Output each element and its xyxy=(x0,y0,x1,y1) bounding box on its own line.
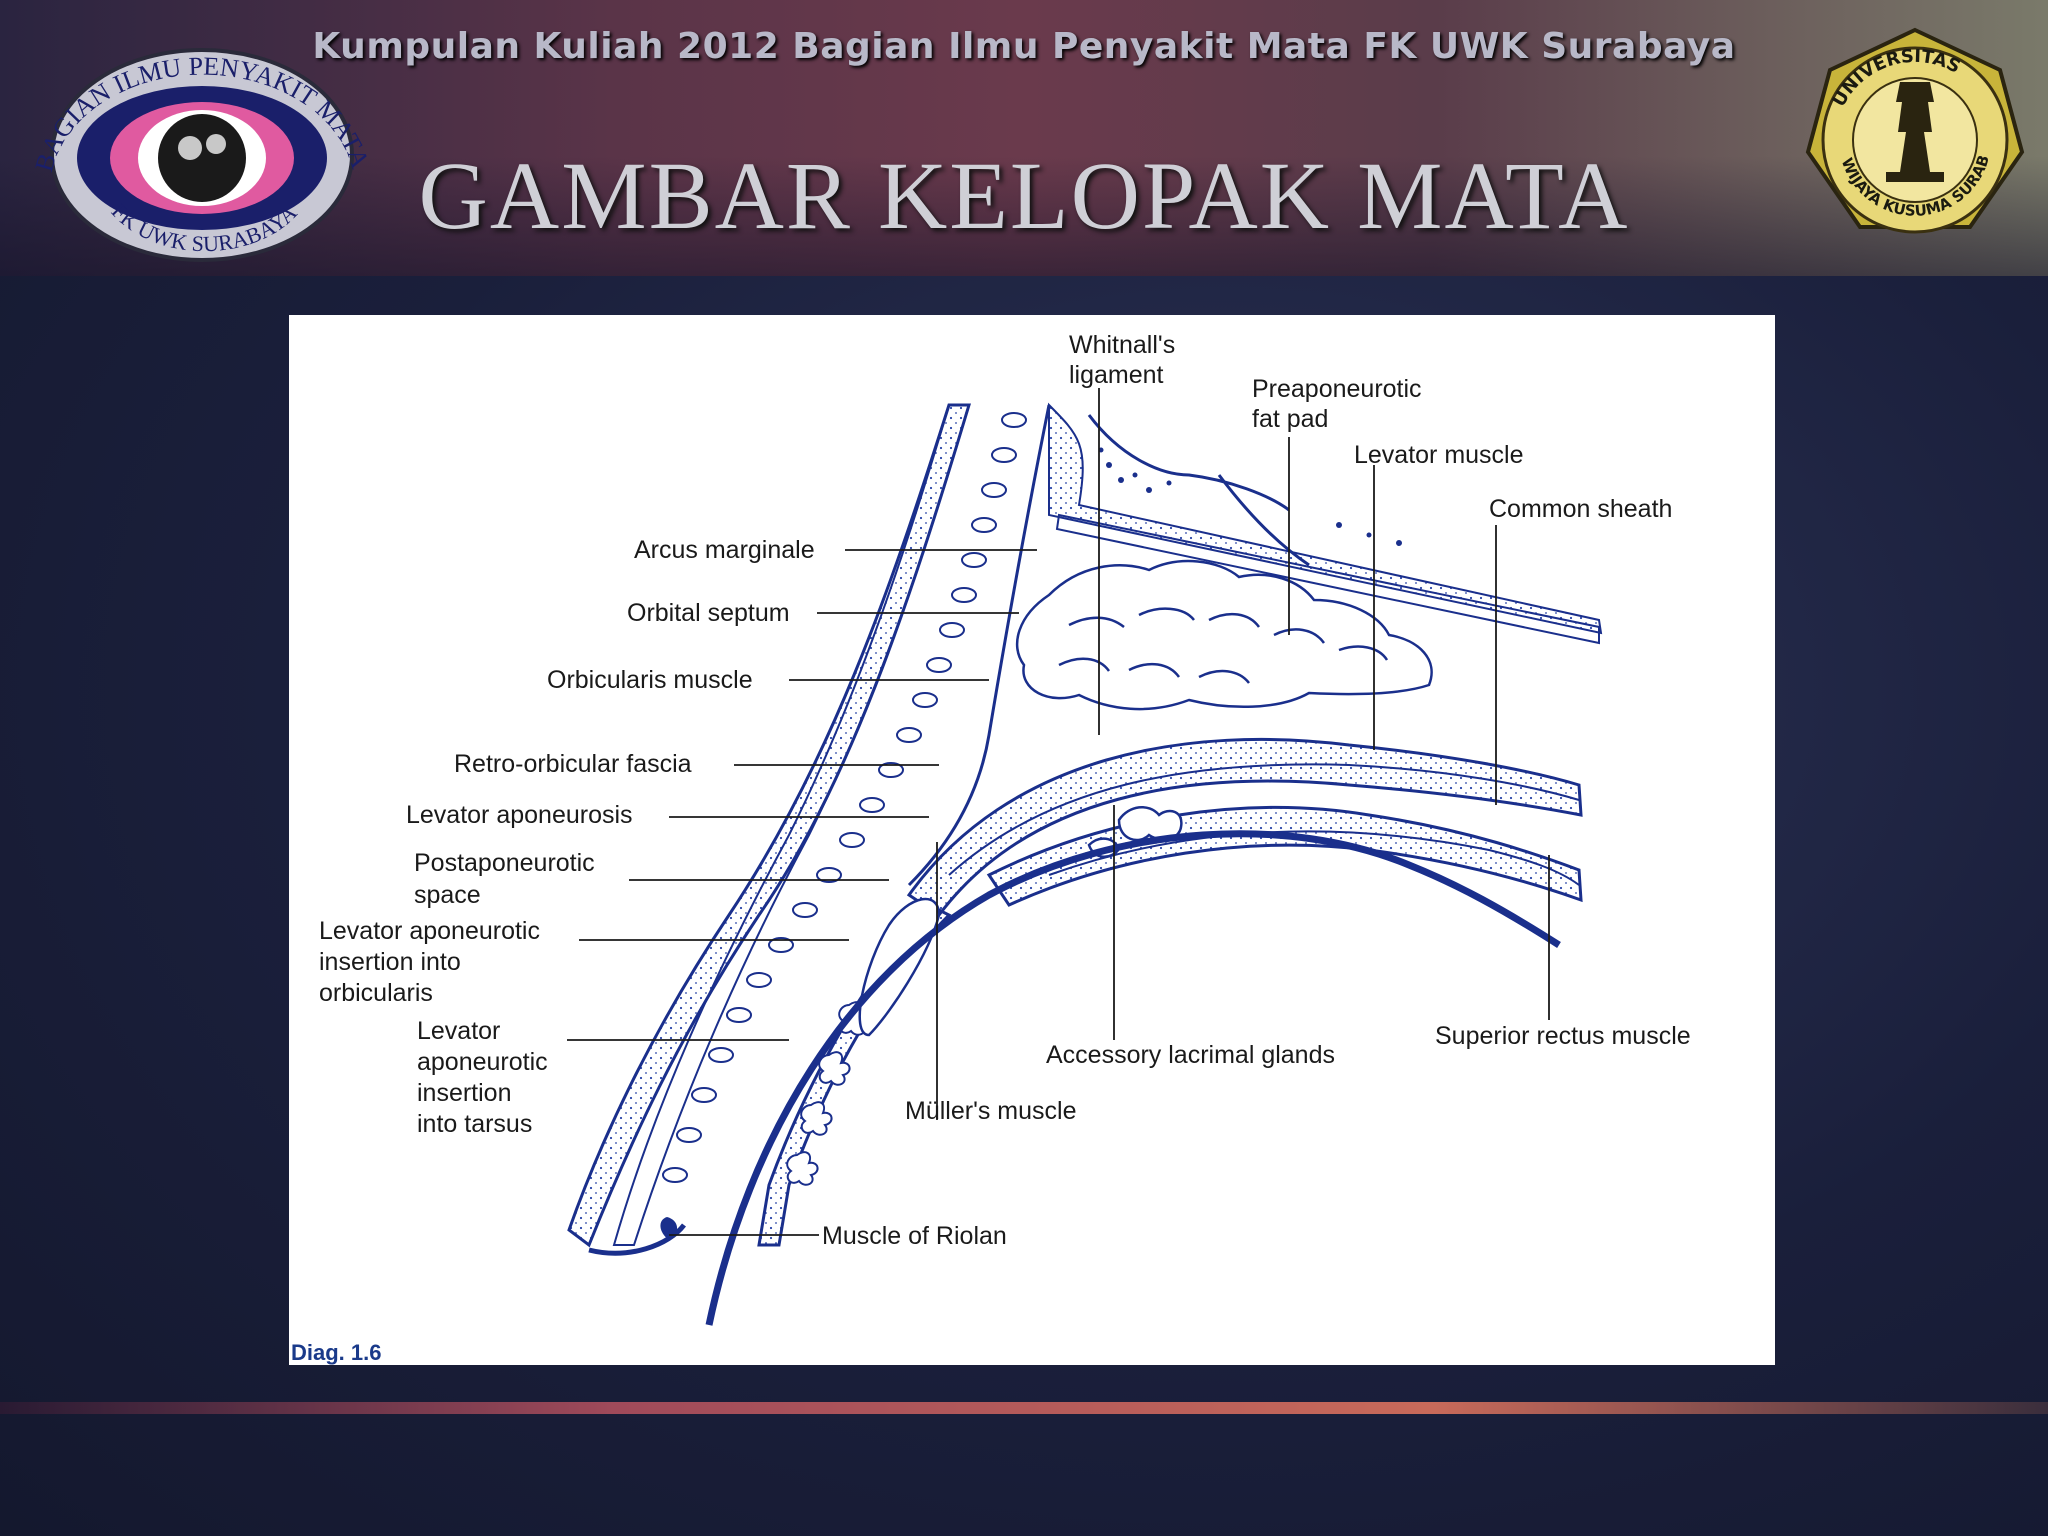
label-orbital-septum: Orbital septum xyxy=(627,599,790,627)
label-preapo-2: fat pad xyxy=(1252,405,1328,433)
conjunctiva-globe-outline xyxy=(705,830,1561,1326)
eyelash xyxy=(588,1223,686,1256)
label-accessory-lacrimal: Accessory lacrimal glands xyxy=(1046,1041,1335,1069)
postaponeurotic-space xyxy=(858,897,941,1037)
label-whitnall-1: Whitnall's xyxy=(1069,331,1175,359)
orbicularis-fibers xyxy=(662,412,1027,1183)
slide-header: BAGIAN ILMU PENYAKIT MATA FK UWK SURABAY… xyxy=(0,0,2048,276)
label-ins-orb-2: insertion into xyxy=(319,948,461,976)
orbital-septum xyxy=(907,404,1051,887)
orbital-roof xyxy=(1048,402,1603,635)
label-arcus-marginale: Arcus marginale xyxy=(634,536,815,564)
eyelid-cross-section: Whitnall's ligament Preaponeurotic fat p… xyxy=(291,331,1691,1365)
university-seal-icon: UNIVERSITAS WIJAYA KUSUMA SURABAYA xyxy=(1800,22,2025,234)
label-ins-tar-2: aponeurotic xyxy=(417,1048,548,1076)
label-postapo-1: Postaponeurotic xyxy=(414,849,595,877)
label-orbicularis-muscle: Orbicularis muscle xyxy=(547,666,753,694)
label-ins-tar-3: insertion xyxy=(417,1079,512,1107)
label-preapo-1: Preaponeurotic xyxy=(1252,375,1422,403)
label-muller-muscle: Müller's muscle xyxy=(905,1097,1076,1125)
label-ins-orb-3: orbicularis xyxy=(319,979,433,1007)
label-whitnall-2: ligament xyxy=(1069,361,1164,389)
label-superior-rectus: Superior rectus muscle xyxy=(1435,1022,1691,1050)
page-title: GAMBAR KELOPAK MATA xyxy=(418,142,1630,249)
label-levator-aponeurosis: Levator aponeurosis xyxy=(406,801,633,829)
label-levator-muscle: Levator muscle xyxy=(1354,441,1524,469)
label-ins-orb-1: Levator aponeurotic xyxy=(319,917,540,945)
levator-muscle xyxy=(906,737,1583,918)
course-banner: Kumpulan Kuliah 2012 Bagian Ilmu Penyaki… xyxy=(312,26,1736,67)
label-ins-tar-1: Levator xyxy=(417,1017,500,1045)
label-muscle-of-riolan: Muscle of Riolan xyxy=(822,1222,1007,1250)
figure-caption: Diag. 1.6 xyxy=(291,1340,381,1365)
label-ins-tar-4: into tarsus xyxy=(417,1110,532,1138)
footer-band xyxy=(0,1402,2048,1414)
label-common-sheath: Common sheath xyxy=(1489,495,1672,523)
eyelid-diagram: Whitnall's ligament Preaponeurotic fat p… xyxy=(289,315,1775,1365)
eye-logo-icon: BAGIAN ILMU PENYAKIT MATA FK UWK SURABAY… xyxy=(30,48,375,262)
label-retro-orbicular-fascia: Retro-orbicular fascia xyxy=(454,750,692,778)
leader-lines xyxy=(567,388,1550,1236)
label-postapo-2: space xyxy=(414,881,481,909)
